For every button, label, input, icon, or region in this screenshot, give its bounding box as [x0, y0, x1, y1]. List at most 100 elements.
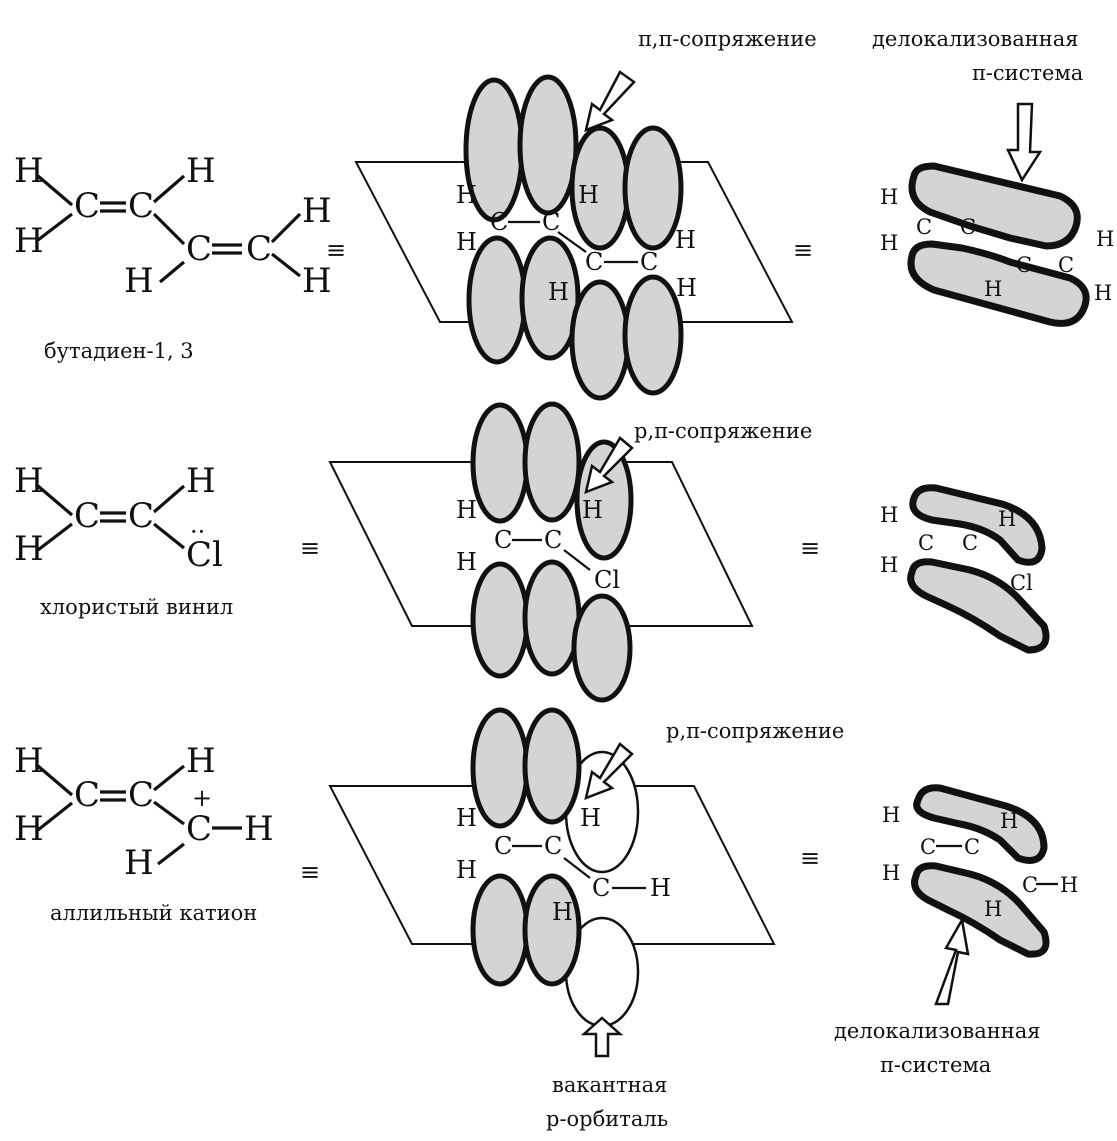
atom-h: H — [880, 185, 898, 209]
atom-c: C — [186, 229, 212, 269]
p-orbital-lobe — [466, 235, 528, 365]
delocalized-pi-cloud — [911, 862, 1050, 958]
atom-h: H — [302, 191, 332, 231]
allyl-cation-delocalized-model: H H C C H C H H делокализованная π-систе… — [834, 784, 1078, 1077]
callout-arrow — [934, 916, 970, 1006]
atom-c: C — [128, 496, 154, 536]
callout-arrow-up — [580, 1016, 624, 1058]
atom-h: H — [552, 898, 573, 926]
p-orbital-lobe — [470, 873, 530, 987]
atom-c: C — [916, 215, 932, 239]
p-orbital-lobe — [622, 274, 684, 396]
allyl-cation-orbital-model: H H C C H C H H p,π-сопряжение вакантная… — [328, 707, 844, 1131]
atom-cl: Cl — [186, 535, 223, 575]
atom-h: H — [548, 278, 569, 306]
callout-p-pi-conjugation: p,π-сопряжение — [634, 419, 812, 443]
p-orbital-lobe — [470, 561, 530, 679]
atom-h: H — [456, 181, 477, 209]
atom-c: C — [246, 229, 272, 269]
atom-h: H — [456, 548, 477, 576]
atom-c: C — [640, 248, 658, 276]
atom-h: H — [880, 503, 898, 527]
atom-h: H — [1094, 281, 1112, 305]
atom-h: H — [880, 553, 898, 577]
atom-c: C — [74, 775, 100, 815]
atom-h: H — [984, 897, 1002, 921]
atom-c: C — [1058, 253, 1074, 277]
callout-vacant: вакантная — [552, 1073, 667, 1097]
atom-h: H — [882, 861, 900, 885]
caption-butadiene: бутадиен-1, 3 — [44, 339, 194, 363]
callout-arrow — [584, 742, 634, 801]
atom-h: H — [186, 741, 216, 781]
caption-vinyl-chloride: хлористый винил — [40, 595, 233, 619]
atom-c: C — [74, 496, 100, 536]
atom-c: C — [494, 832, 512, 860]
p-orbital-lobe — [470, 402, 530, 524]
equivalence-sign: ≡ — [800, 844, 820, 872]
caption-allyl-cation: аллильный катион — [50, 901, 257, 925]
equivalence-sign: ≡ — [300, 534, 320, 562]
atom-h: H — [1096, 227, 1114, 251]
atom-c: C — [592, 874, 610, 902]
atom-c: C — [544, 526, 562, 554]
vinyl-chloride-row: H H C C H Cl ·· хлористый винил ≡ H H — [14, 401, 1050, 703]
callout-delocalized: делокализованная — [872, 27, 1079, 51]
delocalized-pi-cloud — [907, 558, 1050, 654]
atom-c: C — [964, 835, 980, 859]
allyl-cation-row: H H C C H + C H H аллильный катион ≡ — [14, 707, 1078, 1131]
atom-h: H — [1060, 873, 1078, 897]
atom-c: C — [490, 208, 508, 236]
p-orbital-lobe — [622, 125, 684, 251]
callout-arrow — [584, 436, 634, 495]
vinyl-chloride-orbital-model: H H C C H Cl p,π-сопряжение — [328, 401, 812, 703]
callout-arrow — [584, 70, 636, 133]
atom-h: H — [186, 461, 216, 501]
atom-h: H — [984, 277, 1002, 301]
butadiene-orbital-model: H H C C H C C H H H π,π-сопряжение — [354, 27, 817, 401]
atom-h: H — [302, 261, 332, 301]
atom-c: C — [1022, 873, 1038, 897]
atom-h: H — [882, 803, 900, 827]
atom-c: C — [960, 215, 976, 239]
p-orbital-lobe — [517, 74, 579, 216]
atom-c: C — [128, 775, 154, 815]
callout-pi-system: π-система — [972, 61, 1083, 85]
atom-cl: Cl — [1010, 571, 1033, 595]
callout-pi-system: π-система — [880, 1053, 991, 1077]
p-orbital-lobe — [522, 559, 582, 677]
atom-h: H — [580, 804, 601, 832]
atom-h: H — [124, 261, 154, 301]
p-orbital-lobe — [571, 593, 633, 703]
atom-h: H — [14, 741, 44, 781]
p-orbital-lobe — [522, 873, 582, 987]
p-orbital-lobe — [569, 279, 631, 401]
atom-c: C — [920, 835, 936, 859]
atom-h: H — [456, 228, 477, 256]
p-orbital-lobe — [522, 401, 582, 523]
callout-pi-pi-conjugation: π,π-сопряжение — [638, 27, 817, 51]
atom-h: H — [456, 496, 477, 524]
atom-c: C — [74, 186, 100, 226]
atom-c: C — [585, 248, 603, 276]
atom-h: H — [14, 221, 44, 261]
equivalence-sign: ≡ — [800, 534, 820, 562]
delocalized-pi-cloud — [907, 240, 1090, 327]
vinyl-chloride-formula: H H C C H Cl ·· хлористый винил — [14, 461, 233, 619]
atom-c: C — [494, 526, 512, 554]
lone-pair: ·· — [190, 518, 205, 546]
atom-c: C — [128, 186, 154, 226]
atom-h: H — [650, 874, 671, 902]
atom-h: H — [880, 231, 898, 255]
delocalized-pi-cloud — [908, 162, 1081, 250]
atom-c: C — [918, 531, 934, 555]
callout-p-orbital: p-орбиталь — [546, 1107, 668, 1131]
equivalence-sign: ≡ — [300, 858, 320, 886]
atom-h: H — [456, 856, 477, 884]
equivalence-sign: ≡ — [793, 236, 813, 264]
atom-h: H — [582, 496, 603, 524]
atom-h: H — [14, 151, 44, 191]
atom-h: H — [186, 151, 216, 191]
atom-h: H — [675, 226, 696, 254]
